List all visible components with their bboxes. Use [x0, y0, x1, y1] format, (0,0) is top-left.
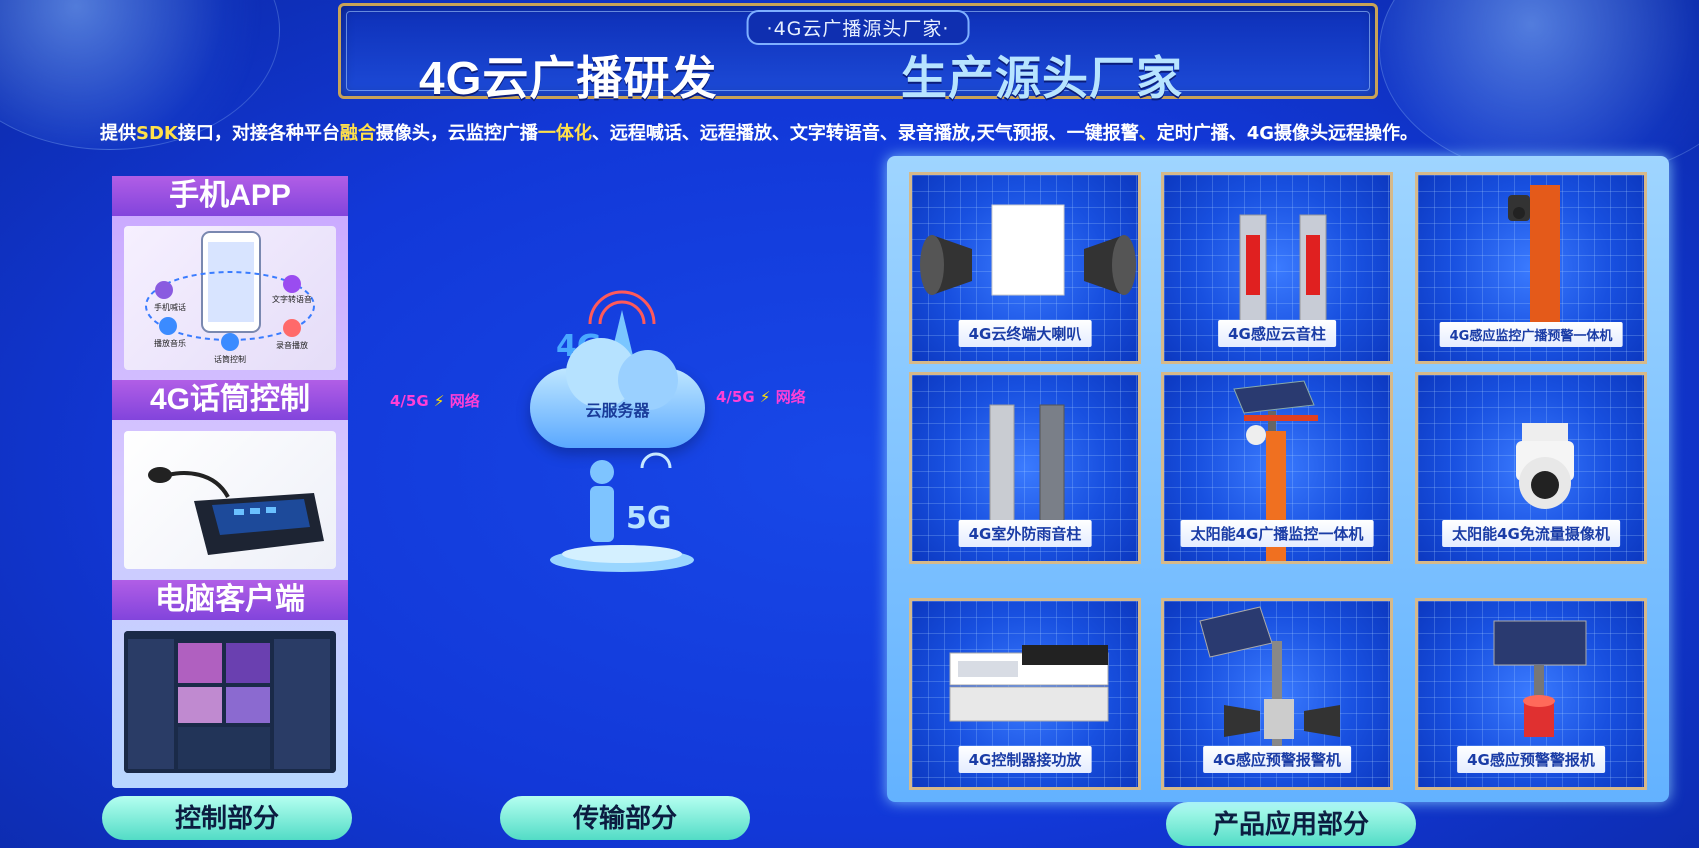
app-label-mic: 话筒控制	[214, 354, 246, 364]
subtitle-part3: 摄像头，云监控广播	[375, 123, 538, 144]
lightning-icon: ⚡	[433, 392, 445, 410]
product-card-rainproof: 4G室外防雨音柱	[909, 372, 1141, 564]
product-label: 4G云终端大喇叭	[958, 320, 1092, 347]
control-column: 手机APP 手机喊话 文字转语音 播放音乐 录音播放 话筒控制 4G话筒控制	[112, 176, 348, 788]
horn-speaker-icon	[920, 204, 1136, 296]
pc-client-image	[124, 631, 336, 773]
product-label: 4G感应预警警报机	[1457, 746, 1605, 773]
pc-software-icon	[124, 631, 336, 773]
product-label: 4G感应监控广播预警一体机	[1439, 322, 1623, 347]
network-right-text: 4/5G	[716, 388, 755, 406]
product-card-horn: 4G云终端大喇叭	[909, 172, 1141, 364]
amplifier-icon	[949, 645, 1109, 722]
product-label: 4G室外防雨音柱	[958, 520, 1092, 547]
feature-description: 提供SDK接口，对接各种平台融合摄像头，云监控广播一体化、远程喊话、远程播放、文…	[100, 119, 1418, 145]
network-label-left: 4/5G ⚡ 网络	[390, 390, 480, 411]
product-card-solar-monitor: 太阳能4G广播监控一体机	[1161, 372, 1393, 564]
section-control-pill: 控制部分	[102, 796, 352, 840]
network-left-text: 4/5G	[390, 392, 429, 410]
dome-camera-icon	[1516, 423, 1574, 509]
section-product-pill: 产品应用部分	[1166, 802, 1416, 846]
product-label: 太阳能4G广播监控一体机	[1180, 520, 1374, 547]
header-title-left: 4G云广播研发	[419, 52, 718, 104]
subtitle-part5: 定时广播、4G摄像头远程操作。	[1156, 123, 1419, 144]
cloud-server: 云服务器	[530, 338, 705, 448]
subtitle-part4: 、远程喊话、远程播放、文字转语音、录音播放,天气预报、一键报警	[591, 123, 1139, 144]
globe-decoration-right	[1379, 0, 1699, 180]
app-label-music: 播放音乐	[154, 338, 186, 348]
network-label-right: 4/5G ⚡ 网络	[716, 386, 806, 407]
product-label: 4G感应预警报警机	[1203, 746, 1351, 773]
5g-base-icon: 5G	[550, 452, 694, 572]
product-panel: 4G云终端大喇叭 4G感应云音柱 4G感应监控广播预警一体机 4G室外防雨音柱	[887, 156, 1669, 802]
subtitle-fusion: 融合	[339, 123, 376, 144]
header-title-right: 生产源头厂家	[901, 52, 1183, 104]
subtitle-sdk: SDK	[136, 123, 178, 144]
solar-horn-icon	[1199, 606, 1340, 773]
phone-app-icon: 手机喊话 文字转语音 播放音乐 录音播放 话筒控制	[145, 231, 315, 364]
rainproof-column-icon	[989, 404, 1065, 528]
product-card-amplifier: 4G控制器接功放	[909, 598, 1141, 790]
mic-control-image	[124, 431, 336, 569]
header-banner: ·4G云广播源头厂家· 4G云广播研发 生产源头厂家	[338, 3, 1378, 104]
mobile-app-title: 手机APP	[112, 176, 348, 216]
monitor-warning-icon	[1508, 185, 1560, 335]
product-card-monitor: 4G感应监控广播预警一体机	[1415, 172, 1647, 364]
cloud-server-label: 云服务器	[585, 401, 650, 420]
section-transport-pill: 传输部分	[500, 796, 750, 840]
mic-control-title: 4G话筒控制	[112, 380, 348, 420]
network-right-suffix: 网络	[775, 388, 806, 406]
product-card-dome: 太阳能4G免流量摄像机	[1415, 372, 1647, 564]
pc-client-title: 电脑客户端	[112, 580, 348, 620]
product-card-solar-siren: 4G感应预警警报机	[1415, 598, 1647, 790]
network-left-suffix: 网络	[449, 392, 480, 410]
subtitle-part1: 提供	[100, 123, 136, 144]
desktop-microphone-icon	[148, 467, 324, 555]
subtitle-part2: 接口，对接各种平台	[177, 123, 340, 144]
product-card-solar-horn: 4G感应预警报警机	[1161, 598, 1393, 790]
sound-column-icon	[1239, 214, 1327, 328]
app-label-tts: 文字转语音	[272, 294, 312, 304]
solar-siren-icon	[1493, 620, 1587, 737]
product-label: 太阳能4G免流量摄像机	[1442, 520, 1620, 547]
header-tag: ·4G云广播源头厂家·	[746, 10, 970, 45]
transport-diagram: 4/5G ⚡ 网络 4/5G ⚡ 网络 4G 云服务器 5G	[380, 280, 850, 580]
badge-5g: 5G	[626, 501, 672, 536]
product-label: 4G控制器接功放	[958, 746, 1092, 773]
mobile-app-image: 手机喊话 文字转语音 播放音乐 录音播放 话筒控制	[124, 226, 336, 370]
product-card-column: 4G感应云音柱	[1161, 172, 1393, 364]
app-label-record: 录音播放	[276, 340, 308, 350]
app-label-shout: 手机喊话	[154, 302, 186, 312]
subtitle-integrate: 一体化	[537, 123, 592, 144]
product-label: 4G感应云音柱	[1218, 320, 1336, 347]
subtitle-sep: 、	[1138, 123, 1157, 144]
lightning-icon: ⚡	[759, 388, 771, 406]
